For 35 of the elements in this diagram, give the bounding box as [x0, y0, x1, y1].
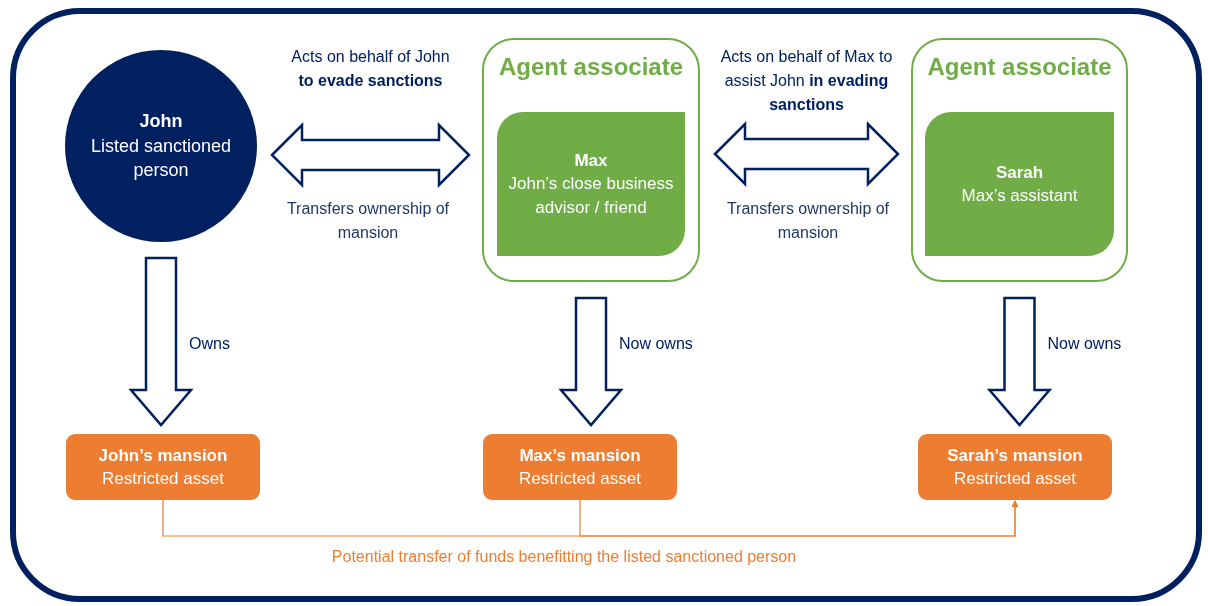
group-title: Agent associate: [926, 52, 1113, 82]
agent-group-box: [911, 38, 1128, 282]
edge-label: Acts on behalf of Max to assist John in evading sanctions: [719, 47, 894, 115]
node-heading: Max’s mansion: [519, 444, 641, 467]
node-heading: Max: [574, 149, 608, 172]
node-text: Listed sanctioned person: [89, 134, 233, 183]
node-text: Restricted asset: [954, 468, 1076, 490]
group-title: Agent associate: [497, 52, 685, 82]
agent-group-box: [482, 38, 700, 282]
edge-label: Now owns: [619, 334, 694, 354]
asset-box: [918, 434, 1112, 500]
person-box: [497, 112, 685, 256]
arrow-caption: Transfers ownership of mansion: [725, 199, 891, 243]
node-text: Restricted asset: [519, 468, 641, 490]
asset-box: [483, 434, 677, 500]
block-arrow: [270, 122, 471, 188]
person-box: [925, 112, 1114, 256]
node-heading: John’s mansion: [98, 444, 228, 467]
edge-label: Acts on behalf of John to evade sanctions: [290, 47, 451, 91]
node-heading: Sarah: [995, 161, 1044, 184]
block-arrow: [128, 256, 194, 427]
node-text: Restricted asset: [102, 468, 224, 490]
edge-label: Owns: [189, 334, 231, 354]
node-heading: Sarah’s mansion: [947, 444, 1083, 467]
asset-box: [66, 434, 260, 500]
node-text: John’s close business advisor / friend: [507, 173, 675, 219]
arrow-caption: Transfers ownership of mansion: [285, 199, 451, 243]
block-arrow: [713, 121, 900, 187]
connector-arrow: [579, 499, 1019, 537]
node-heading: John: [139, 109, 183, 133]
edge-label: Now owns: [1047, 334, 1123, 354]
edge-label: Potential transfer of funds benefitting the listed sanctioned person: [330, 547, 798, 567]
node-text: Max’s assistant: [961, 185, 1078, 207]
block-arrow: [986, 296, 1053, 427]
block-arrow: [558, 296, 624, 427]
